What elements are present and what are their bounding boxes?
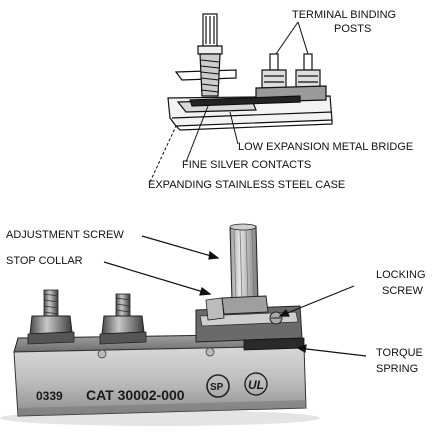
csa-mark-text: SP — [210, 382, 224, 393]
case-catalog-number: CAT 30002-000 — [86, 387, 185, 403]
leader-contacts — [185, 105, 209, 163]
case-code: 0339 — [36, 389, 63, 403]
leader-adjustment-screw — [141, 235, 219, 259]
label-torque-spring-1: TORQUE — [376, 347, 423, 359]
leader-terminal-left — [275, 21, 299, 55]
csa-logo: SP — [206, 374, 230, 398]
photo-terminal-post-right — [99, 293, 147, 345]
label-torque-spring-2: SPRING — [376, 363, 418, 375]
label-expanding-case: EXPANDING STAINLESS STEEL CASE — [148, 179, 345, 191]
photo-adjustment-screw — [229, 223, 259, 303]
label-low-expansion-bridge: LOW EXPANSION METAL BRIDGE — [238, 141, 413, 153]
drawing-post-right — [295, 53, 321, 89]
label-terminal-binding-posts-2: POSTS — [334, 23, 371, 35]
label-terminal-binding-posts-1: TERMINAL BINDING — [292, 9, 396, 21]
ul-logo: UL — [244, 372, 268, 396]
label-locking-screw-1: LOCKING — [376, 269, 426, 281]
thermostat-photo: 0339 CAT 30002-000 SP UL — [0, 223, 367, 426]
leader-stop-collar — [103, 261, 211, 295]
leader-torque-spring — [297, 347, 367, 357]
leader-locking-screw — [279, 285, 355, 317]
label-locking-screw-2: SCREW — [382, 285, 424, 297]
drawing-post-left — [261, 53, 287, 89]
leader-bridge — [229, 111, 239, 145]
leader-terminal-right — [297, 21, 309, 55]
label-stop-collar: STOP COLLAR — [6, 255, 83, 267]
photo-stop-collar — [221, 295, 269, 315]
label-adjustment-screw: ADJUSTMENT SCREW — [6, 229, 124, 241]
label-fine-silver-contacts: FINE SILVER CONTACTS — [182, 159, 311, 171]
leader-case — [149, 125, 177, 183]
line-drawing — [149, 13, 333, 183]
ul-mark-text: UL — [248, 378, 264, 392]
photo-terminal-post-left — [27, 289, 75, 345]
photo-torque-spring — [243, 337, 305, 351]
